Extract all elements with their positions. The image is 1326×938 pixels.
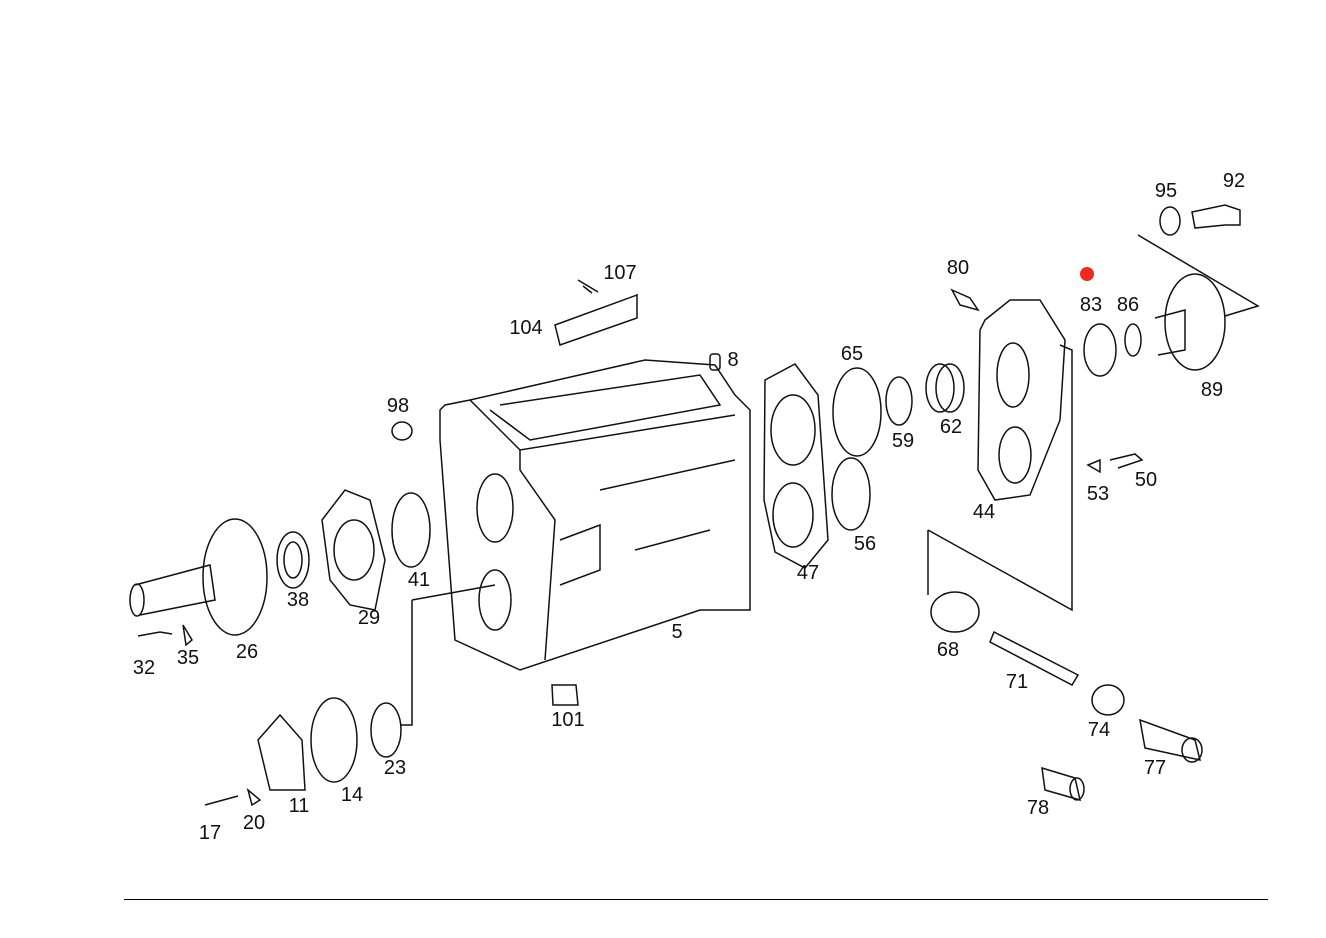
part-label-20[interactable]: 20 <box>242 812 266 834</box>
part-label-38[interactable]: 38 <box>286 589 310 611</box>
part-label-83[interactable]: 83 <box>1079 294 1103 316</box>
part-label-107[interactable]: 107 <box>603 262 637 284</box>
part-label-59[interactable]: 59 <box>891 430 915 452</box>
part-label-50[interactable]: 50 <box>1134 469 1158 491</box>
part-label-26[interactable]: 26 <box>235 641 259 663</box>
part-label-56[interactable]: 56 <box>853 533 877 555</box>
gasket <box>763 363 829 569</box>
part-label-5[interactable]: 5 <box>671 621 683 643</box>
part-label-29[interactable]: 29 <box>357 607 381 629</box>
part-label-89[interactable]: 89 <box>1200 379 1224 401</box>
part-label-62[interactable]: 62 <box>939 416 963 438</box>
part-label-53[interactable]: 53 <box>1086 483 1110 505</box>
cover-plate <box>554 293 638 346</box>
part-label-95[interactable]: 95 <box>1154 180 1178 202</box>
part-label-78[interactable]: 78 <box>1026 797 1050 819</box>
part-label-17[interactable]: 17 <box>198 822 222 844</box>
part-label-35[interactable]: 35 <box>176 647 200 669</box>
part-label-80[interactable]: 80 <box>946 257 970 279</box>
part-label-47[interactable]: 47 <box>796 562 820 584</box>
part-label-68[interactable]: 68 <box>936 639 960 661</box>
part-label-65[interactable]: 65 <box>840 343 864 365</box>
part-label-86[interactable]: 86 <box>1116 294 1140 316</box>
part-label-32[interactable]: 32 <box>132 657 156 679</box>
part-label-101[interactable]: 101 <box>551 709 585 731</box>
part-label-41[interactable]: 41 <box>407 569 431 591</box>
part-label-74[interactable]: 74 <box>1087 719 1111 741</box>
part-label-77[interactable]: 77 <box>1143 757 1167 779</box>
part-label-71[interactable]: 71 <box>1005 671 1029 693</box>
part-label-14[interactable]: 14 <box>340 784 364 806</box>
part-label-11[interactable]: 11 <box>288 795 310 817</box>
bottom-divider <box>124 899 1268 900</box>
part-label-104[interactable]: 104 <box>509 317 543 339</box>
gearbox-housing <box>439 359 751 671</box>
part-label-8[interactable]: 8 <box>727 349 739 371</box>
part-label-98[interactable]: 98 <box>386 395 410 417</box>
part-label-92[interactable]: 92 <box>1222 170 1246 192</box>
part-label-44[interactable]: 44 <box>972 501 996 523</box>
part-label-23[interactable]: 23 <box>383 757 407 779</box>
rear-housing <box>977 299 1066 501</box>
highlight-marker[interactable] <box>1080 267 1094 281</box>
